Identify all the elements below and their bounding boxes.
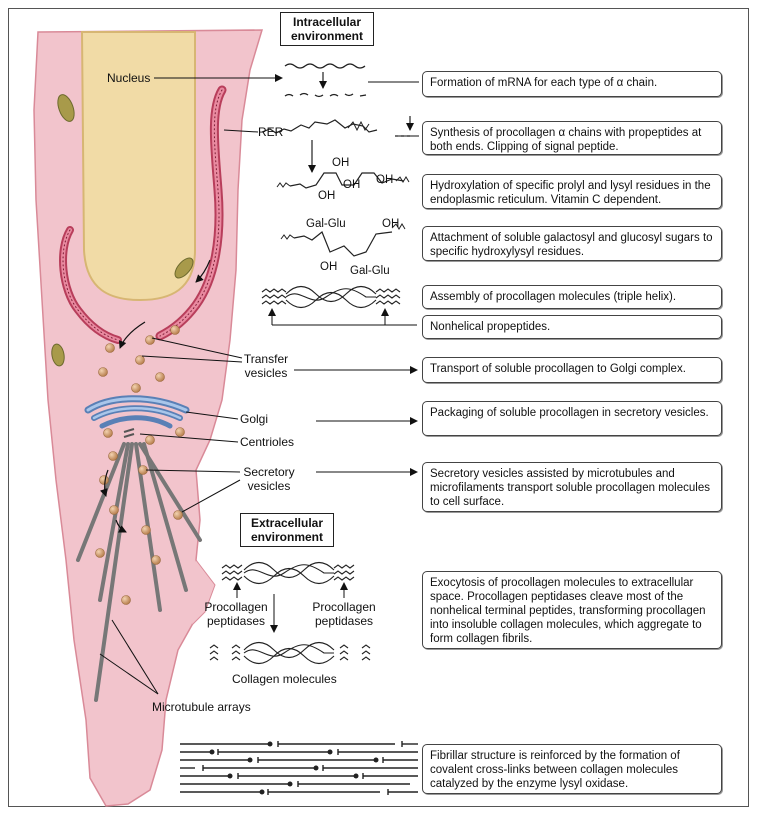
oh-label: OH [382, 218, 400, 230]
transfer-vesicles-label: Transfer vesicles [243, 352, 289, 380]
step-box-mrna: Formation of mRNA for each type of α cha… [422, 71, 722, 97]
step-box-transport: Transport of soluble procollagen to Golg… [422, 357, 722, 383]
oh-label: OH [318, 190, 336, 202]
procollagen-peptidases-right-label: Procollagen peptidases [312, 600, 376, 628]
collagen-molecules-label: Collagen molecules [232, 672, 337, 686]
centrioles-label: Centrioles [240, 435, 295, 449]
nucleus-shape [80, 31, 196, 302]
figure-frame [8, 8, 749, 807]
intracellular-header: Intracellular environment [280, 12, 374, 46]
step-box-glycosylation: Attachment of soluble galactosyl and glu… [422, 226, 722, 261]
centrioles-shape [123, 428, 135, 438]
procollagen-helix-extracellular [221, 561, 355, 585]
cross-links [209, 741, 379, 795]
step-box-secretion: Secretory vesicles assisted by microtubu… [422, 462, 722, 512]
procollagen-peptidases-left-label: Procollagen peptidases [204, 600, 268, 628]
microtubule-arrays-label: Microtubule arrays [152, 700, 251, 714]
oh-label: OH [343, 179, 361, 191]
glycosylated-chain [293, 231, 393, 257]
step-box-exocytosis: Exocytosis of procollagen molecules to e… [422, 571, 722, 649]
mitochondria [51, 94, 194, 367]
mrna-fragments [284, 92, 367, 98]
secretory-vesicles-label: Secretory vesicles [243, 465, 295, 493]
triple-helix [261, 285, 401, 309]
nucleus-label: Nucleus [107, 71, 151, 85]
golgi-shape [84, 395, 190, 429]
collagen-molecule [209, 641, 371, 665]
vesicles [95, 325, 185, 605]
oh-label: OH [332, 157, 350, 169]
rer-label: RER [258, 125, 284, 139]
step-box-synthesis: Synthesis of procollagen α chains with p… [422, 121, 722, 155]
golgi-label: Golgi [240, 412, 269, 426]
microtubule-arrays [76, 442, 202, 702]
step-box-crosslinks: Fibrillar structure is reinforced by the… [422, 744, 722, 794]
oh-label: OH [376, 174, 394, 186]
step-box-propeptides: Nonhelical propeptides. [422, 315, 722, 339]
rer-shape [59, 85, 227, 344]
collagen-fibrils [180, 743, 418, 793]
dna-strand [284, 63, 366, 69]
extracellular-header: Extracellular environment [240, 513, 334, 547]
step-box-assembly: Assembly of procollagen molecules (tripl… [422, 285, 722, 309]
oh-label: OH [320, 261, 338, 273]
gal-glu-label: Gal-Glu [350, 265, 390, 277]
step-box-packaging: Packaging of soluble procollagen in secr… [422, 401, 722, 436]
gal-glu-label: Gal-Glu [306, 218, 346, 230]
hydroxylated-chain [289, 172, 405, 189]
step-box-hydroxylation: Hydroxylation of specific prolyl and lys… [422, 174, 722, 209]
